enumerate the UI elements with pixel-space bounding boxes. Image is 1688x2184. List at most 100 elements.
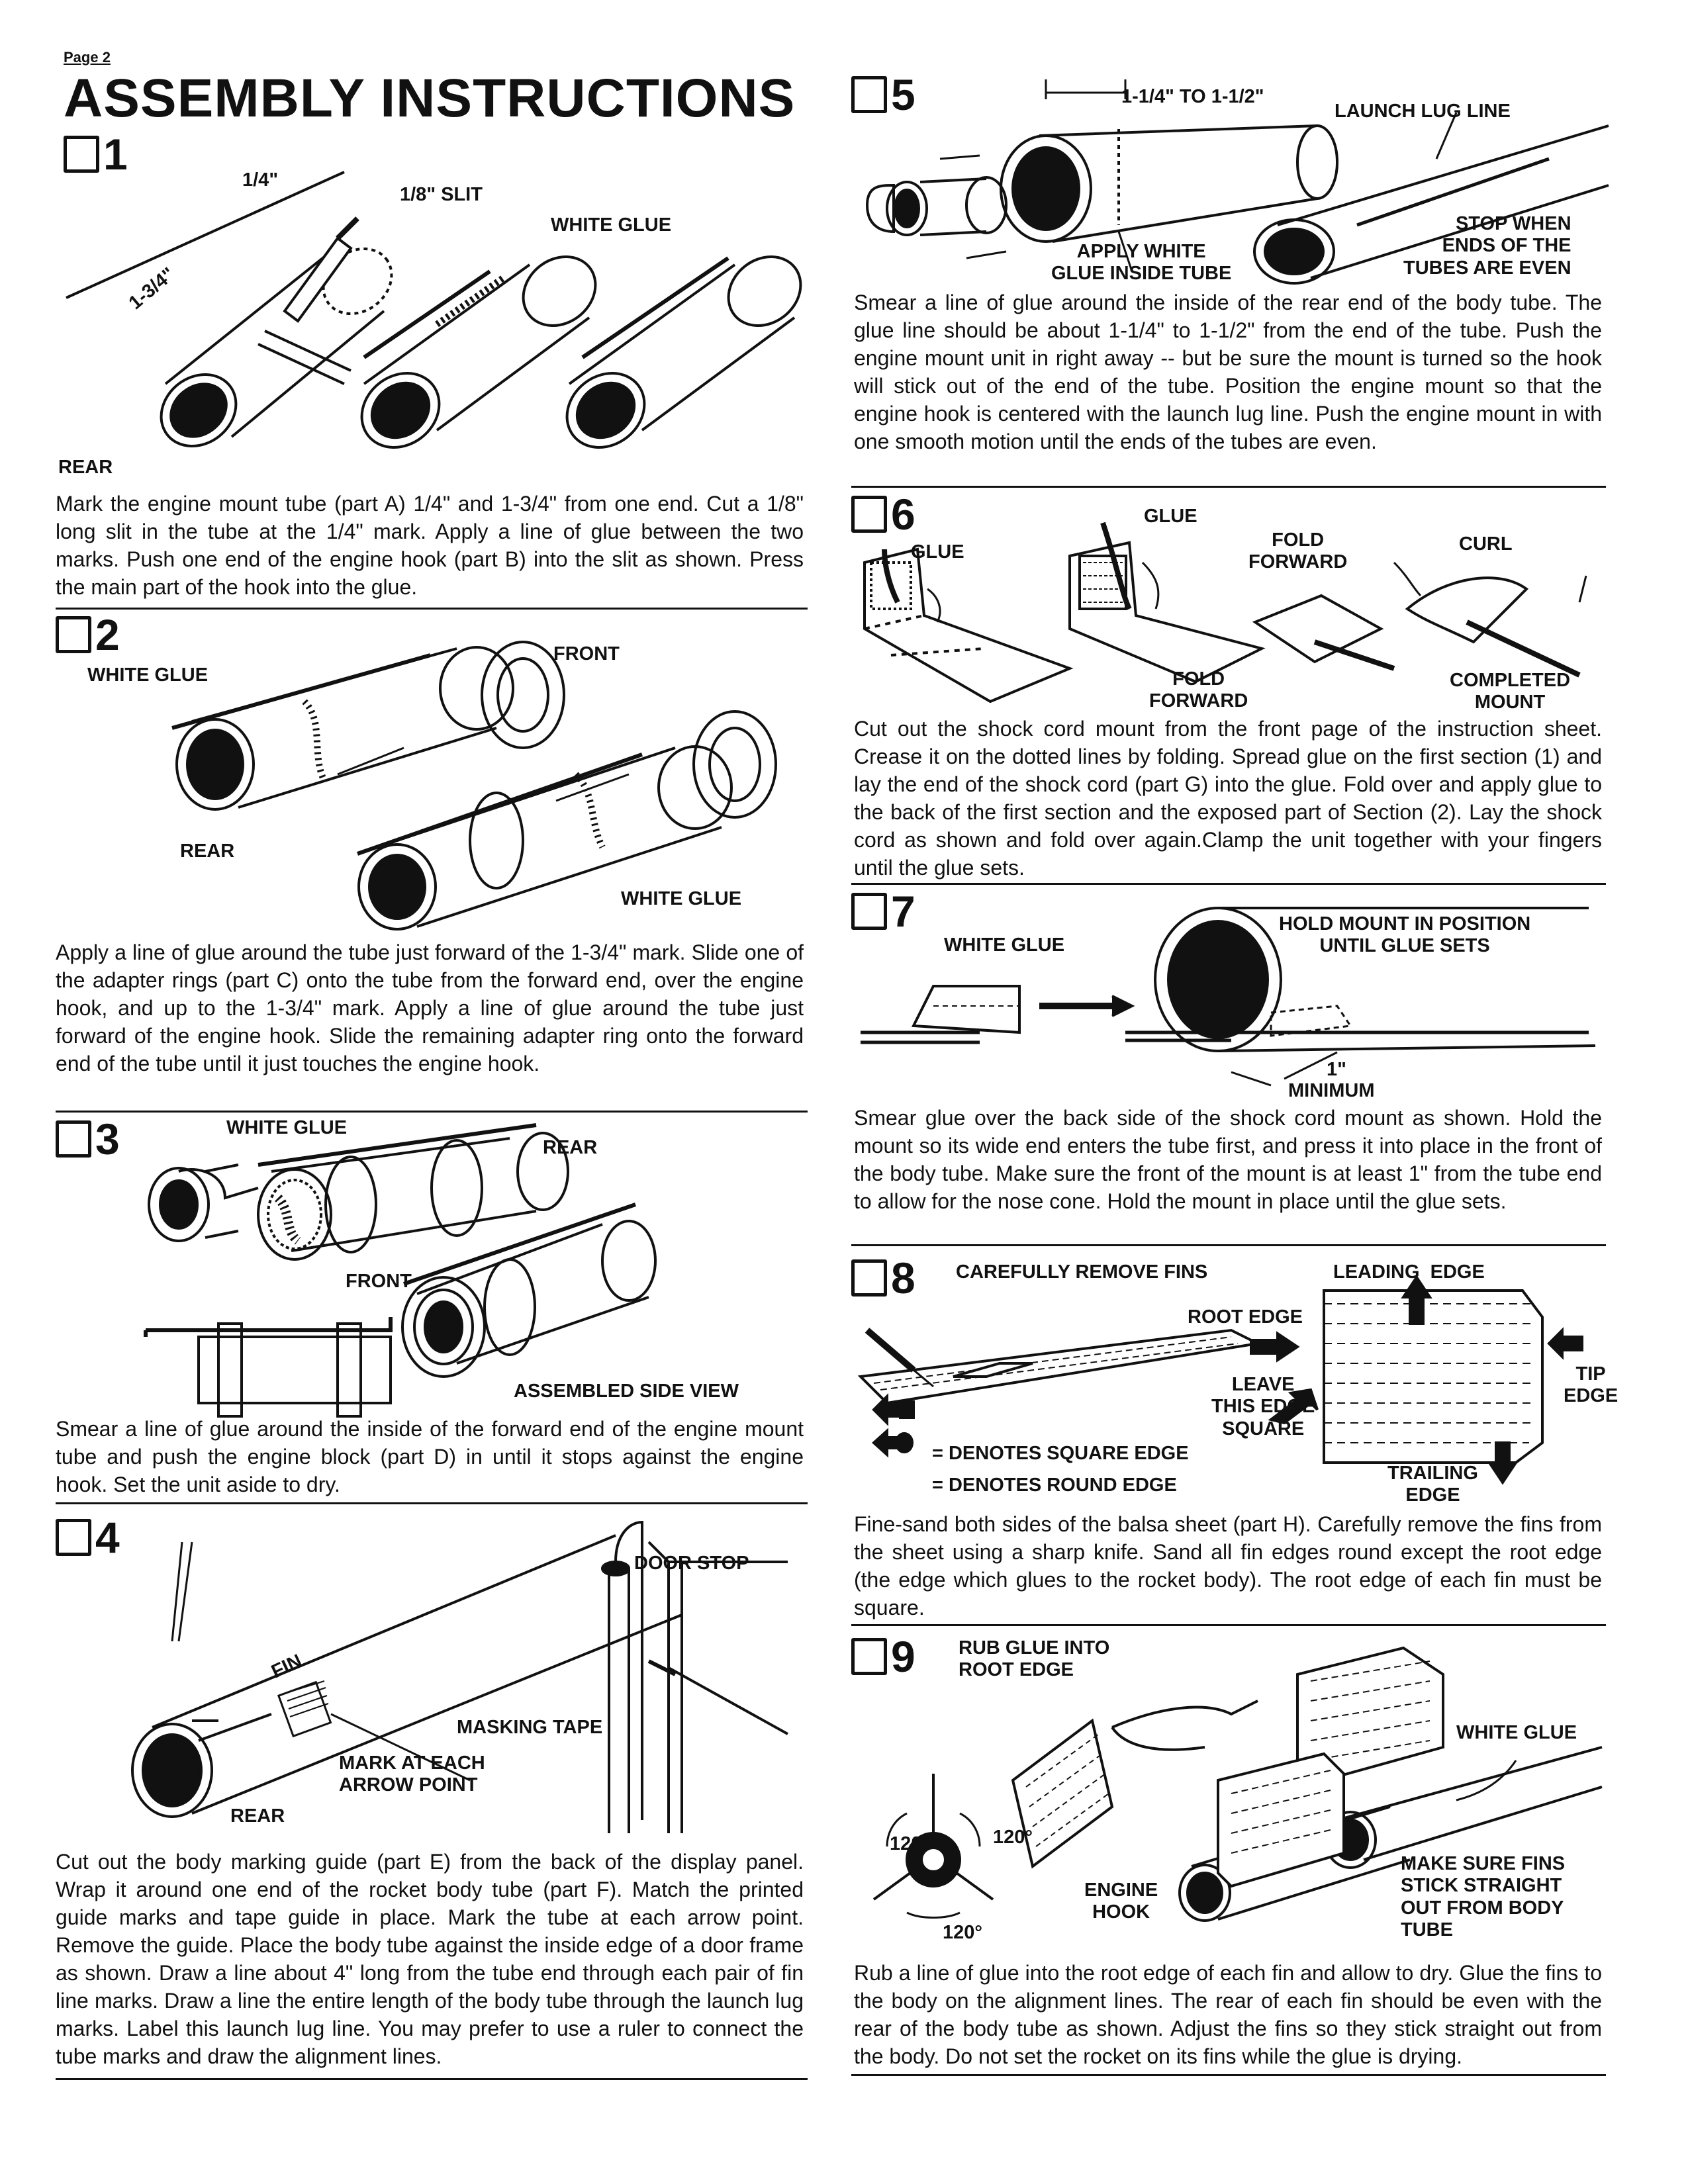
step-3-header: 3	[56, 1117, 120, 1161]
step-1-text: Mark the engine mount tube (part A) 1/4"…	[56, 492, 804, 599]
step-2-label-rear: REAR	[180, 841, 235, 862]
step-8-label-remove: CAREFULLY REMOVE FINS	[956, 1261, 1208, 1283]
step-8-number: 8	[891, 1253, 915, 1302]
step-6-label-fold-1: FOLD FORWARD	[1248, 529, 1348, 573]
step-9-divider	[851, 2074, 1606, 2076]
step-3-number: 3	[95, 1115, 120, 1163]
step-2-illustration	[152, 622, 774, 940]
step-4-text: Cut out the body marking guide (part E) …	[56, 1850, 804, 2068]
step-5-illustration	[854, 73, 1609, 298]
step-4-number: 4	[95, 1513, 120, 1562]
step-7-text: Smear glue over the back side of the sho…	[854, 1106, 1602, 1213]
step-3-checkbox[interactable]	[56, 1120, 91, 1158]
step-9-label-glue: WHITE GLUE	[1456, 1722, 1577, 1743]
step-5-label-launch-lug: LAUNCH LUG LINE	[1335, 101, 1511, 122]
step-9-label-sure: MAKE SURE FINS STICK STRAIGHT OUT FROM B…	[1401, 1853, 1566, 1941]
step-4-checkbox[interactable]	[56, 1519, 91, 1556]
step-8-header: 8	[851, 1256, 915, 1300]
step-8-text: Fine-sand both sides of the balsa sheet …	[854, 1512, 1602, 1619]
step-5-number: 5	[891, 70, 915, 119]
step-3-text: Smear a line of glue around the inside o…	[56, 1417, 804, 1496]
step-4-label-rear: REAR	[230, 1805, 285, 1827]
page-title: ASSEMBLY INSTRUCTIONS	[64, 68, 796, 128]
step-9-header: 9	[851, 1635, 915, 1678]
step-1-number: 1	[103, 130, 128, 179]
step-8-label-leading: LEADING EDGE	[1333, 1261, 1485, 1283]
step-5-text: Smear a line of glue around the inside o…	[854, 291, 1602, 453]
step-6-number: 6	[891, 490, 915, 539]
step-8-legend-round: = DENOTES ROUND EDGE	[932, 1475, 1177, 1496]
step-8-checkbox[interactable]	[851, 1259, 887, 1297]
step-7-number: 7	[891, 887, 915, 936]
step-2-label-front: FRONT	[553, 643, 620, 664]
step-7-header: 7	[851, 889, 915, 933]
step-6-label-glue-2: GLUE	[1144, 506, 1197, 527]
step-6-divider	[851, 883, 1606, 885]
step-1-divider	[56, 608, 808, 610]
step-4-header: 4	[56, 1516, 120, 1559]
step-1-header: 1	[64, 132, 128, 176]
step-7-label-minimum: MINIMUM	[1288, 1080, 1375, 1101]
step-2-divider	[56, 1111, 808, 1113]
step-2-text: Apply a line of glue around the tube jus…	[56, 940, 804, 1075]
step-6-illustration	[851, 523, 1606, 708]
step-9-text: Rub a line of glue into the root edge of…	[854, 1961, 1602, 2068]
step-9-label-angle-2: 120°	[993, 1827, 1033, 1848]
step-5-header: 5	[851, 73, 915, 116]
step-7-checkbox[interactable]	[851, 893, 887, 930]
step-4-label-masking-tape: MASKING TAPE	[457, 1717, 603, 1738]
step-1-label-slit: 1/8" SLIT	[400, 184, 483, 205]
step-8-divider	[851, 1624, 1606, 1626]
step-3-label-front: FRONT	[346, 1271, 412, 1292]
step-4-illustration	[99, 1522, 788, 1833]
step-4-label-door-stop: DOOR STOP	[634, 1553, 749, 1574]
step-5-divider	[851, 486, 1606, 488]
step-1-checkbox[interactable]	[64, 136, 99, 173]
step-5-label-apply: APPLY WHITE GLUE INSIDE TUBE	[1051, 241, 1232, 285]
step-1-label-quarter: 1/4"	[242, 169, 279, 191]
step-8-label-tip: TIP EDGE	[1564, 1363, 1618, 1407]
step-7-label-one-inch: 1"	[1327, 1059, 1346, 1080]
step-5-checkbox[interactable]	[851, 76, 887, 113]
step-7-divider	[851, 1244, 1606, 1246]
page-label: Page 2	[64, 49, 111, 66]
step-2-header: 2	[56, 613, 120, 657]
step-6-checkbox[interactable]	[851, 496, 887, 533]
step-6-text: Cut out the shock cord mount from the fr…	[854, 717, 1602, 880]
step-8-legend-square: = DENOTES SQUARE EDGE	[932, 1443, 1189, 1464]
step-9-label-angle-1: 120°	[890, 1833, 929, 1854]
step-9-illustration	[861, 1648, 1602, 1952]
step-6-label-glue-1: GLUE	[911, 541, 964, 563]
step-5-label-dim: 1-1/4" TO 1-1/2"	[1121, 86, 1264, 107]
step-3-divider	[56, 1502, 808, 1504]
step-4-label-mark: MARK AT EACH ARROW POINT	[339, 1752, 485, 1796]
step-7-illustration	[861, 900, 1602, 1099]
step-1-illustration	[66, 165, 808, 470]
step-2-label-glue-top: WHITE GLUE	[87, 664, 209, 686]
step-6-header: 6	[851, 492, 915, 536]
step-9-label-angle-3: 120°	[943, 1922, 982, 1943]
step-3-illustration	[139, 1125, 755, 1430]
step-8-label-root: ROOT EDGE	[1188, 1306, 1303, 1328]
step-5-label-stop: STOP WHEN ENDS OF THE TUBES ARE EVEN	[1403, 213, 1571, 279]
step-9-number: 9	[891, 1632, 915, 1681]
step-8-label-trailing: TRAILING EDGE	[1387, 1463, 1478, 1506]
step-1-label-rear: REAR	[58, 457, 113, 478]
step-1-label-glue: WHITE GLUE	[551, 214, 672, 236]
step-3-label-rear: REAR	[543, 1137, 598, 1158]
step-2-number: 2	[95, 610, 120, 659]
step-2-label-glue-bottom: WHITE GLUE	[621, 888, 742, 909]
step-3-label-side-view: ASSEMBLED SIDE VIEW	[514, 1381, 739, 1402]
step-6-label-curl: CURL	[1459, 533, 1513, 555]
step-7-label-hold: HOLD MOUNT IN POSITION UNTIL GLUE SETS	[1279, 913, 1531, 957]
step-4-divider	[56, 2078, 808, 2080]
step-7-label-glue: WHITE GLUE	[944, 934, 1065, 956]
step-6-label-completed: COMPLETED MOUNT	[1450, 670, 1571, 713]
step-9-label-hook: ENGINE HOOK	[1084, 1880, 1158, 1923]
step-9-checkbox[interactable]	[851, 1638, 887, 1675]
step-8-illustration	[861, 1277, 1602, 1502]
step-2-checkbox[interactable]	[56, 616, 91, 653]
step-3-label-glue: WHITE GLUE	[226, 1117, 348, 1138]
step-9-label-rub: RUB GLUE INTO ROOT EDGE	[959, 1637, 1110, 1681]
step-6-label-fold-2: FOLD FORWARD	[1149, 668, 1248, 712]
